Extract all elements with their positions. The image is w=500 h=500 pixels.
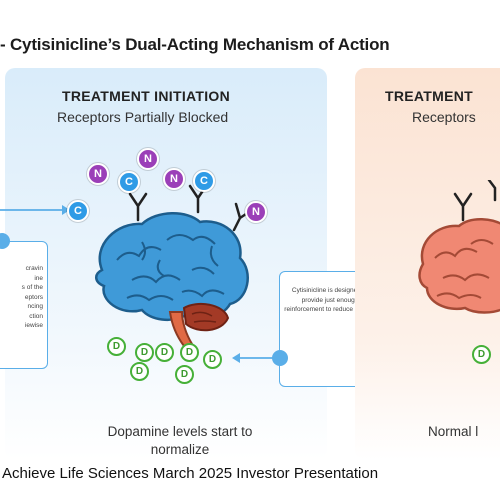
nicotine-molecule-icon: N — [137, 148, 159, 170]
dopamine-molecule-icon: D — [107, 337, 126, 356]
step-dot-left — [0, 233, 10, 249]
diagram-title: - Cytisinicline’s Dual-Acting Mechanism … — [0, 35, 390, 54]
panel-2-note: Normal l — [428, 424, 479, 439]
dopamine-molecule-icon: D — [180, 343, 199, 362]
step-dot-right — [272, 350, 288, 366]
nicotine-molecule-icon: N — [87, 163, 109, 185]
brain-blue-icon — [95, 212, 249, 348]
dopamine-molecule-icon: D — [135, 343, 154, 362]
dopamine-molecule-icon: D — [175, 365, 194, 384]
brain-pink-icon — [418, 180, 500, 314]
footer-caption: Achieve Life Sciences March 2025 Investo… — [2, 465, 379, 482]
dopamine-molecule-icon: D — [472, 345, 491, 364]
nicotine-molecule-icon: N — [245, 201, 267, 223]
left-callout-box: cravin ine s of the eptors ncing ction i… — [0, 241, 48, 369]
cytisinicline-molecule-icon: C — [193, 170, 215, 192]
panel-1-note: Dopamine levels start to normalize — [107, 424, 253, 457]
panel-2-subheading: Receptors — [412, 109, 476, 125]
panel-1-subheading: Receptors Partially Blocked — [57, 109, 229, 125]
panel-2-heading: TREATMENT — [385, 88, 473, 104]
dopamine-molecule-icon: D — [203, 350, 222, 369]
cytisinicline-molecule-icon: C — [67, 200, 89, 222]
receptor-icons — [128, 184, 254, 232]
nicotine-molecule-icon: N — [163, 168, 185, 190]
dopamine-molecule-icon: D — [130, 362, 149, 381]
right-callout-text: Cytisinicline is designed to provide jus… — [284, 287, 376, 313]
dopamine-molecule-icon: D — [155, 343, 174, 362]
left-callout-text: cravin ine s of the eptors ncing ction i… — [21, 265, 43, 329]
panel-1-heading: TREATMENT INITIATION — [62, 88, 231, 104]
cytisinicline-molecule-icon: C — [118, 171, 140, 193]
